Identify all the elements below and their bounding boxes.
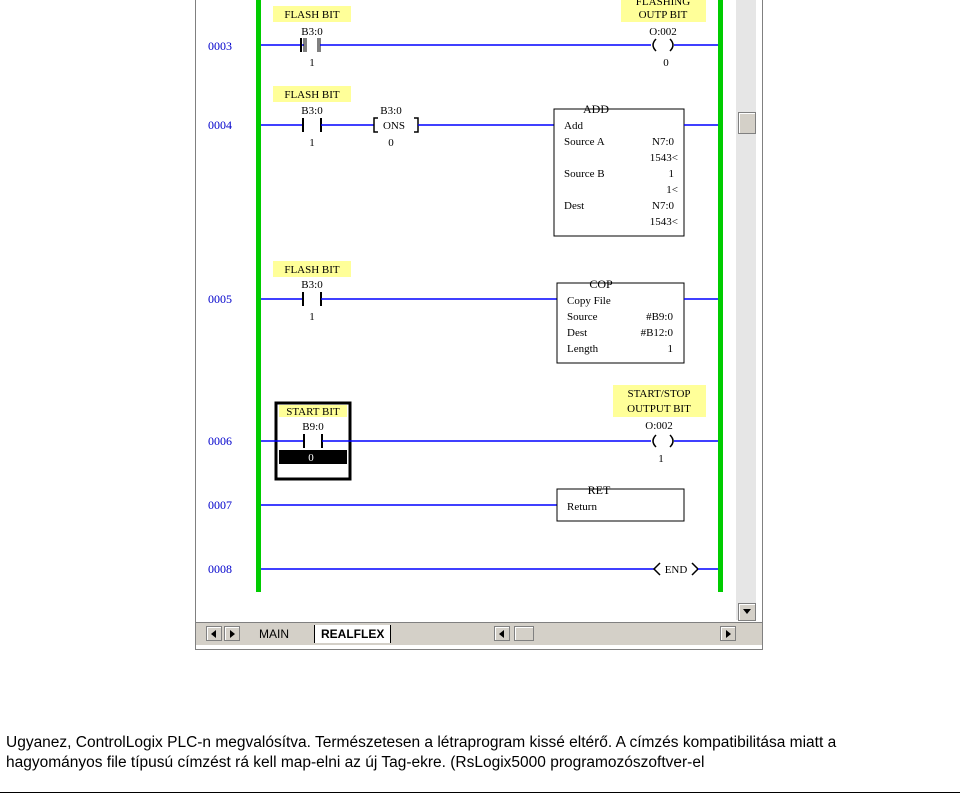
svg-text:O:002: O:002 [645, 420, 673, 432]
rung-0005[interactable]: 0005 FLASH BIT B3:0 1 COP Copy File Sour… [208, 261, 718, 364]
svg-text:Source: Source [567, 311, 598, 323]
hscroll-left-button[interactable] [494, 626, 510, 641]
hscroll-right-button[interactable] [720, 626, 736, 641]
tab-scroll-left-button[interactable] [206, 626, 222, 641]
svg-text:1: 1 [669, 168, 675, 180]
tab-realflex[interactable]: REALFLEX [314, 625, 392, 643]
svg-text:COP: COP [589, 277, 613, 291]
vertical-scrollbar[interactable] [736, 0, 756, 620]
svg-text:0: 0 [308, 452, 314, 464]
rung-number: 0008 [208, 562, 232, 576]
contact-value: 1 [309, 57, 315, 69]
add-instruction-box [553, 108, 685, 237]
caption-line-1: Ugyanez, ControlLogix PLC-n megvalósítva… [6, 734, 837, 751]
scroll-down-button[interactable] [738, 603, 756, 621]
svg-text:Source B: Source B [564, 168, 605, 180]
svg-text:Return: Return [567, 501, 597, 513]
ret-instruction-box [556, 488, 685, 522]
svg-text:N7:0: N7:0 [652, 200, 675, 212]
vertical-scroll-thumb[interactable] [738, 112, 756, 134]
svg-text:#B9:0: #B9:0 [646, 311, 673, 323]
rung-0003[interactable]: 0003 FLASH BIT B3:0 1 FLASHING OUTP BIT … [208, 0, 718, 69]
svg-text:1: 1 [658, 453, 664, 465]
rung-0006[interactable]: 0006 START BIT B9:0 0 START/STOP OUTPUT … [208, 385, 718, 481]
svg-text:1543<: 1543< [650, 216, 678, 228]
tag-label: FLASH BIT [284, 89, 340, 101]
tag-label: FLASH BIT [284, 9, 340, 21]
ladder-view[interactable]: 0003 FLASH BIT B3:0 1 FLASHING OUTP BIT … [196, 0, 736, 620]
ons-text: ONS [383, 120, 405, 132]
output-coil-icon [652, 38, 674, 52]
svg-text:START/STOP: START/STOP [627, 388, 690, 400]
svg-text:Dest: Dest [564, 200, 584, 212]
sheet-tab-bar: MAIN REALFLEX [196, 622, 762, 645]
rung-0008[interactable]: 0008 END [208, 562, 718, 576]
svg-text:1<: 1< [666, 184, 678, 196]
tab-scroll-right-button[interactable] [224, 626, 240, 641]
ladder-diagram: 0003 FLASH BIT B3:0 1 FLASHING OUTP BIT … [208, 0, 723, 592]
coil-label-bg [621, 0, 706, 22]
left-power-rail [256, 0, 261, 592]
horizontal-scroll-thumb[interactable] [514, 626, 534, 641]
svg-text:1: 1 [309, 137, 315, 149]
svg-text:1543<: 1543< [650, 152, 678, 164]
svg-text:B3:0: B3:0 [301, 279, 323, 291]
tag-label: START BIT [286, 406, 340, 418]
output-coil-icon [652, 434, 674, 448]
rung-0004[interactable]: 0004 FLASH BIT B3:0 1 B3:0 ONS 0 ADD Add… [208, 86, 718, 237]
right-power-rail [718, 0, 723, 592]
svg-text:RET: RET [588, 483, 611, 497]
rung-number: 0005 [208, 292, 232, 306]
svg-text:FLASHING: FLASHING [636, 0, 690, 8]
svg-text:OUTP BIT: OUTP BIT [639, 9, 688, 21]
rung-number: 0007 [208, 498, 232, 512]
ladder-editor-window: 0003 FLASH BIT B3:0 1 FLASHING OUTP BIT … [195, 0, 763, 650]
svg-text:END: END [665, 564, 688, 576]
cop-instruction-box [556, 282, 685, 364]
caption-text: Ugyanez, ControlLogix PLC-n megvalósítva… [6, 733, 956, 773]
svg-text:B3:0: B3:0 [301, 105, 323, 117]
svg-text:N7:0: N7:0 [652, 136, 675, 148]
svg-text:#B12:0: #B12:0 [641, 327, 674, 339]
svg-text:1: 1 [668, 343, 674, 355]
svg-text:B3:0: B3:0 [380, 105, 402, 117]
tag-label-bg [273, 6, 351, 22]
rung-number: 0006 [208, 434, 232, 448]
tag-label: FLASH BIT [284, 264, 340, 276]
svg-text:Dest: Dest [567, 327, 587, 339]
value-highlight [279, 450, 347, 464]
xic-contact-icon [300, 38, 302, 52]
caption-line-2: hagyományos file típusú címzést rá kell … [6, 754, 705, 771]
svg-text:Copy File: Copy File [567, 295, 611, 307]
rung-0007[interactable]: 0007 RET Return [208, 483, 685, 522]
svg-text:1: 1 [309, 311, 315, 323]
svg-text:B9:0: B9:0 [302, 421, 324, 433]
rung-number: 0003 [208, 39, 232, 53]
svg-text:Add: Add [564, 120, 583, 132]
svg-text:0: 0 [388, 137, 394, 149]
bottom-divider [0, 792, 960, 793]
coil-value: 0 [663, 57, 669, 69]
svg-text:Source A: Source A [564, 136, 605, 148]
rung-number: 0004 [208, 118, 232, 132]
coil-address: O:002 [649, 26, 677, 38]
tab-main[interactable]: MAIN [259, 627, 289, 641]
svg-text:Length: Length [567, 343, 599, 355]
box-title: ADD [583, 102, 609, 116]
svg-text:OUTPUT BIT: OUTPUT BIT [627, 403, 691, 415]
contact-address: B3:0 [301, 26, 323, 38]
